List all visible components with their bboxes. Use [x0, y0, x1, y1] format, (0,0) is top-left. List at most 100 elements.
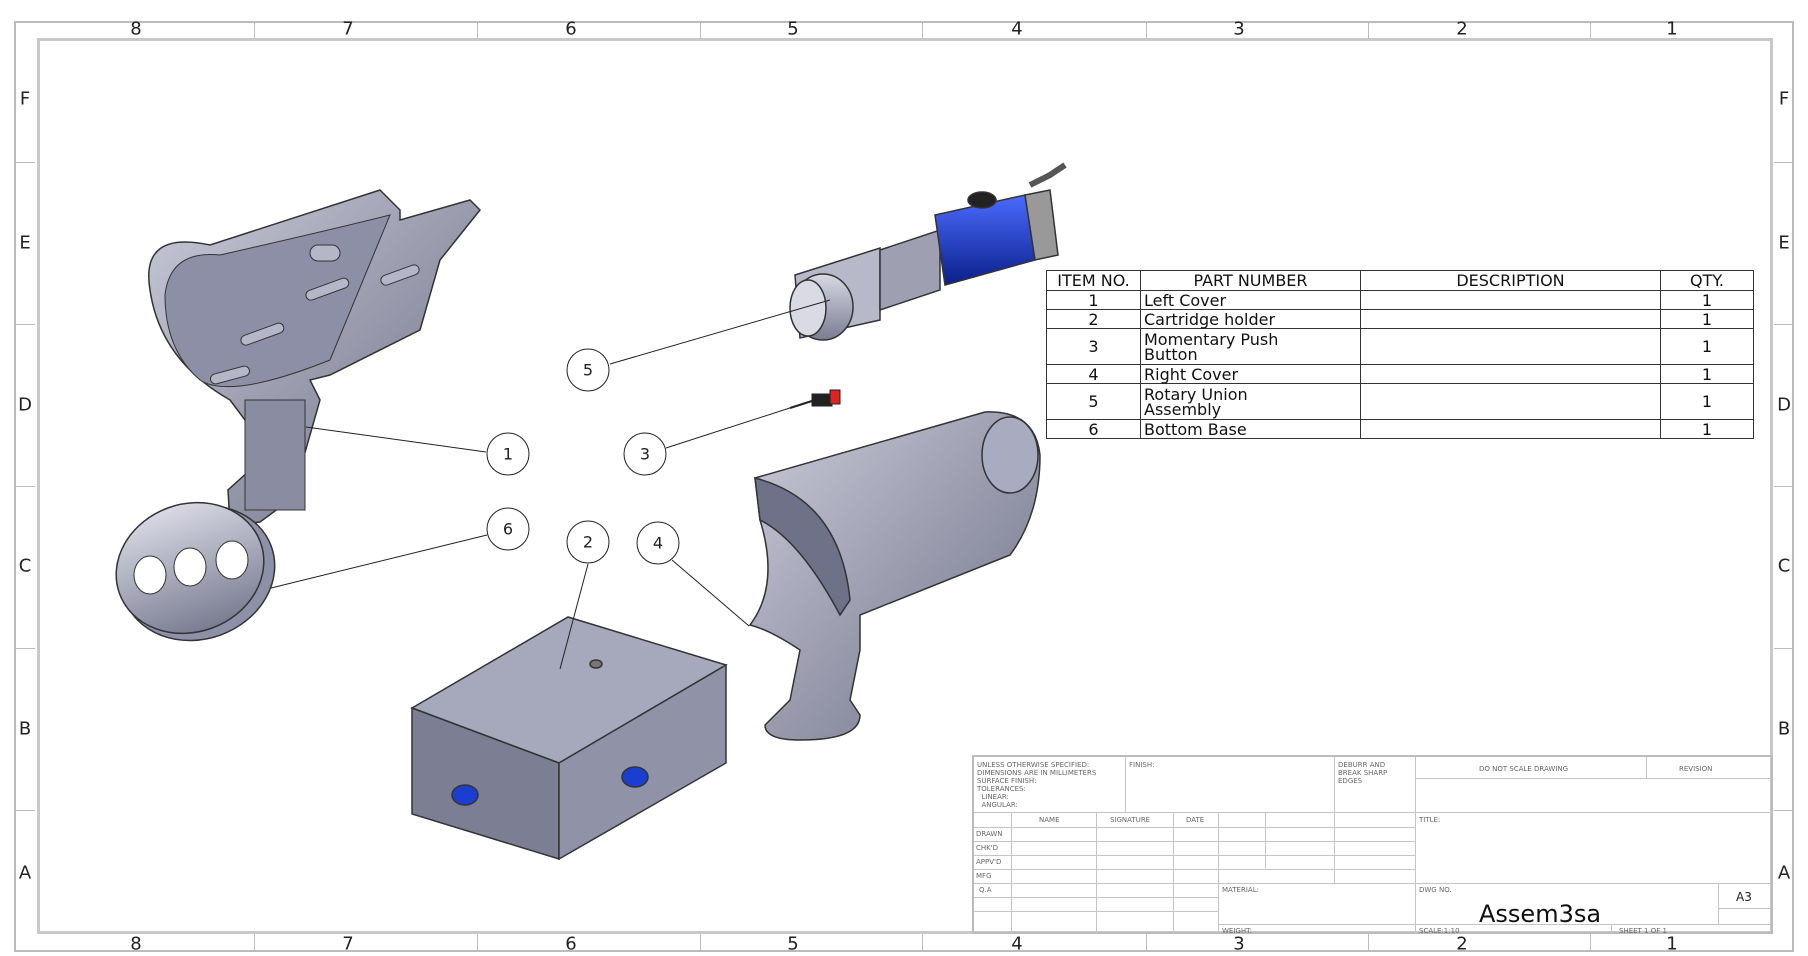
zone-divider	[15, 486, 35, 487]
part-momentary-push-button	[789, 389, 841, 409]
zone-divider	[1146, 22, 1147, 38]
date-header: DATE	[1186, 816, 1205, 824]
zone-column-label: 3	[1233, 18, 1245, 40]
title-block: UNLESS OTHERWISE SPECIFIED:DIMENSIONS AR…	[972, 755, 1773, 935]
zone-column-label: 8	[130, 18, 142, 40]
balloon-number: 5	[583, 361, 593, 380]
balloon-number: 3	[640, 445, 650, 464]
balloon-4	[636, 521, 680, 565]
deburr-note-line: DEBURR AND	[1338, 761, 1386, 769]
zone-divider	[1590, 934, 1591, 950]
bom-cell-qty: 1	[1660, 383, 1754, 420]
part-left-cover	[148, 189, 482, 526]
zone-divider	[477, 22, 478, 38]
row-label-checked: CHK'D	[976, 844, 999, 852]
balloon-number: 6	[503, 520, 513, 539]
bom-cell-part: Right Cover	[1140, 364, 1361, 384]
sheet-size: A3	[1736, 890, 1752, 904]
drawing-number: Assem3sa	[1479, 900, 1602, 928]
bom-cell-qty: 1	[1660, 309, 1754, 329]
zone-divider	[477, 934, 478, 950]
zone-column-label: 4	[1011, 18, 1023, 40]
bom-cell-qty: 1	[1660, 290, 1754, 310]
bom-cell-description	[1360, 383, 1661, 420]
zone-column-label: 1	[1666, 18, 1678, 40]
balloon-5	[566, 348, 610, 392]
zone-column-label: 5	[787, 18, 799, 40]
zone-column-label: 4	[1011, 933, 1023, 955]
bom-header-description: DESCRIPTION	[1360, 270, 1661, 291]
zone-row-label: E	[1778, 232, 1790, 254]
general-note-line: ANGULAR:	[977, 801, 1018, 809]
bom-cell-item: 5	[1046, 383, 1141, 420]
zone-divider	[1368, 934, 1369, 950]
bom-cell-description	[1360, 328, 1661, 365]
dwg-no-label: DWG NO.	[1419, 886, 1452, 894]
row-label-approved: APPV'D	[976, 858, 1002, 866]
row-label-qa: Q.A	[979, 886, 992, 894]
bom-cell-description	[1360, 364, 1661, 384]
zone-divider	[922, 934, 923, 950]
zone-divider	[254, 22, 255, 38]
bom-cell-qty: 1	[1660, 364, 1754, 384]
name-header: NAME	[1039, 816, 1060, 824]
bom-cell-part: Left Cover	[1140, 290, 1361, 310]
bom-cell-description	[1360, 290, 1661, 310]
bom-cell-description	[1360, 419, 1661, 439]
revision-label: REVISION	[1679, 765, 1713, 773]
zone-divider	[1774, 162, 1794, 163]
zone-divider	[15, 648, 35, 649]
zone-row-label: B	[1777, 718, 1791, 740]
do-not-scale-note: DO NOT SCALE DRAWING	[1479, 765, 1569, 773]
zone-column-label: 6	[565, 933, 577, 955]
zone-column-label: 3	[1233, 933, 1245, 955]
finish-label: FINISH:	[1129, 761, 1155, 769]
zone-divider	[254, 934, 255, 950]
balloon-1	[486, 432, 530, 476]
zone-column-label: 5	[787, 933, 799, 955]
scale-label: SCALE:1:10	[1419, 927, 1460, 935]
zone-row-label: B	[18, 718, 32, 740]
zone-divider	[15, 324, 35, 325]
zone-row-label: D	[1777, 394, 1791, 416]
balloon-number: 4	[653, 534, 663, 553]
zone-divider	[700, 22, 701, 38]
part-bottom-base	[115, 501, 276, 642]
zone-row-label: C	[1777, 555, 1791, 577]
zone-column-label: 7	[342, 933, 354, 955]
zone-divider	[1590, 22, 1591, 38]
bom-cell-item: 2	[1046, 309, 1141, 329]
zone-divider	[1774, 648, 1794, 649]
general-note-line: SURFACE FINISH:	[977, 777, 1037, 785]
sheet-inner-border	[37, 38, 1773, 934]
sheet-label: SHEET 1 OF 1	[1619, 927, 1667, 935]
balloon-2	[566, 520, 610, 564]
bom-cell-part: Rotary Union Assembly	[1140, 383, 1361, 420]
general-note-line: TOLERANCES:	[977, 785, 1026, 793]
deburr-note-line: BREAK SHARP	[1338, 769, 1388, 777]
general-note-line: UNLESS OTHERWISE SPECIFIED:	[977, 761, 1090, 769]
bom-cell-item: 1	[1046, 290, 1141, 310]
leader-lines	[270, 299, 831, 670]
zone-divider	[15, 810, 35, 811]
general-note-line: LINEAR:	[977, 793, 1009, 801]
bom-cell-description	[1360, 309, 1661, 329]
zone-row-label: D	[18, 394, 32, 416]
balloon-number: 1	[503, 445, 513, 464]
part-cartridge-holder	[410, 616, 728, 861]
balloon-6	[486, 507, 530, 551]
zone-row-label: F	[19, 88, 31, 110]
zone-column-label: 8	[130, 933, 142, 955]
general-notes: UNLESS OTHERWISE SPECIFIED:DIMENSIONS AR…	[977, 761, 1096, 809]
part-rotary-union-assembly	[789, 162, 1067, 341]
bom-cell-part: Cartridge holder	[1140, 309, 1361, 329]
